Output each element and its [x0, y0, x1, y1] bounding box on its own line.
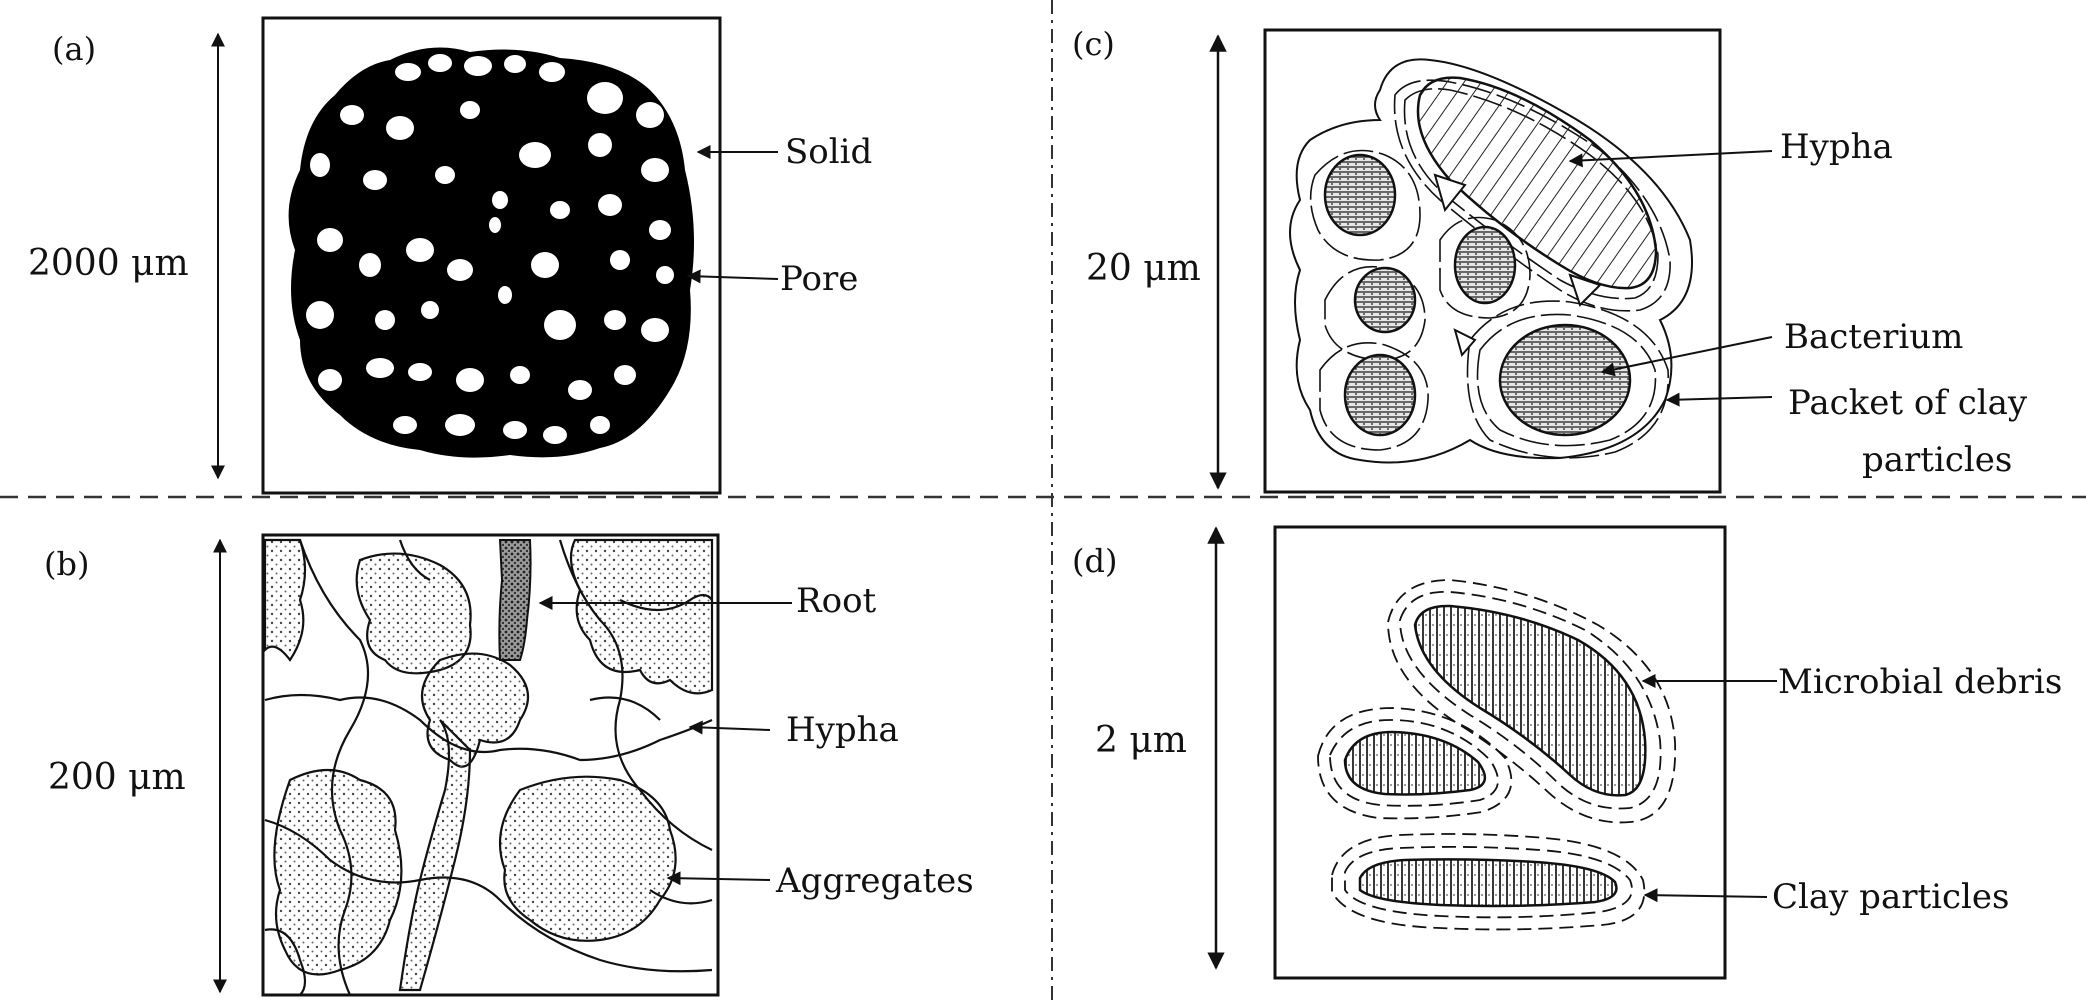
panel-b-scale-label: 200 μm	[48, 757, 186, 798]
clay-particles-label: Clay particles	[1772, 877, 2010, 917]
panel-a-tag: (a)	[52, 30, 97, 68]
panel-c-tag: (c)	[1072, 25, 1115, 63]
solid-label: Solid	[785, 132, 873, 172]
panel-c-scale-label: 20 μm	[1086, 248, 1201, 289]
hypha-c-label: Hypha	[1780, 127, 1893, 167]
panel-c-diagram	[1209, 28, 1773, 494]
clay-packet-label-line1: Packet of clay	[1788, 383, 2028, 423]
clay-particle-core	[1358, 858, 1618, 908]
bacteria	[1323, 153, 1632, 437]
panel-b-diagram	[213, 533, 792, 997]
clay-sheaths-d	[1317, 579, 1677, 931]
root-label: Root	[796, 581, 877, 621]
panel-b-tag: (b)	[44, 545, 90, 583]
aggregates-label: Aggregates	[776, 861, 974, 901]
panel-d-tag: (d)	[1072, 542, 1118, 580]
root	[498, 539, 532, 661]
pore-arrow	[686, 269, 779, 284]
hypha-b-label: Hypha	[786, 710, 899, 750]
microbial-debris	[1413, 604, 1647, 797]
clay-packet-label-line2: particles	[1862, 440, 2013, 480]
hypha-c-arrow	[1568, 150, 1773, 168]
pores	[306, 54, 674, 444]
microbial-debris-label: Microbial debris	[1778, 662, 2063, 702]
aggregates	[263, 538, 714, 992]
panel-d-scale-label: 2 μm	[1095, 720, 1187, 761]
bacterium-label: Bacterium	[1784, 317, 1964, 357]
clay-packet-arrow	[1665, 392, 1773, 407]
clay-particles-arrow	[1643, 888, 1768, 903]
aggregates-arrow	[666, 871, 771, 886]
panel-a-scale-label: 2000 μm	[28, 243, 189, 284]
pore-label: Pore	[780, 259, 859, 299]
hyphae	[264, 539, 713, 996]
panel-a-diagram	[211, 16, 779, 495]
bacterium-arrow	[1600, 336, 1773, 377]
hypha-b-arrow	[688, 720, 771, 735]
void-spaces	[1433, 173, 1602, 358]
panel-d-diagram	[1207, 525, 1777, 980]
debris-small	[1343, 730, 1487, 796]
